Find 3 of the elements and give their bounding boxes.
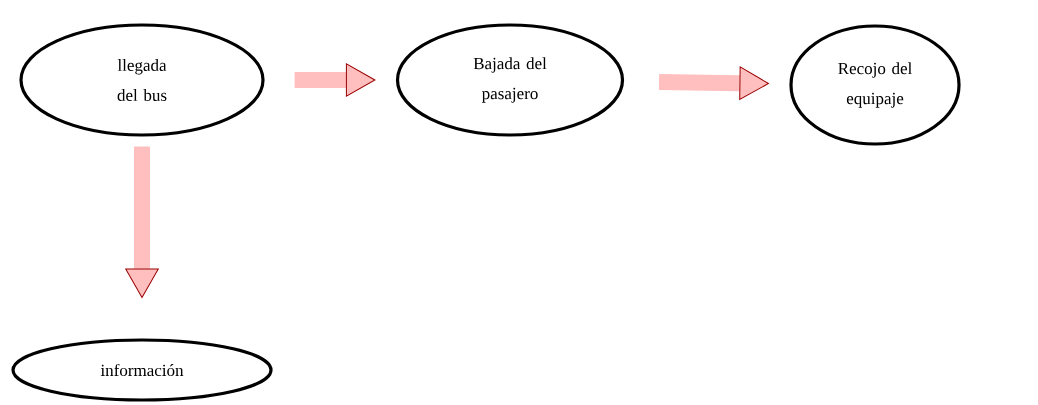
block-arrow [294, 63, 376, 97]
block-arrow [658, 66, 769, 100]
block-arrow [125, 146, 159, 298]
